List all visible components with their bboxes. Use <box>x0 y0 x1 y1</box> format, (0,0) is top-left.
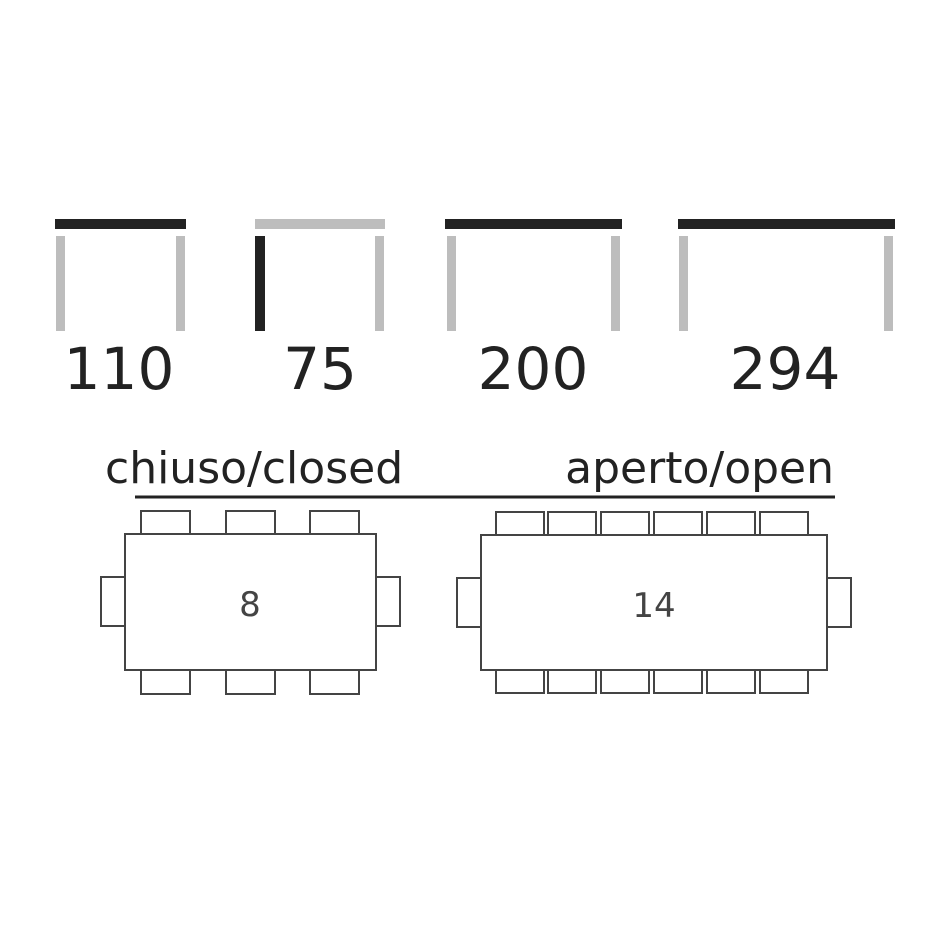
table-leg-right <box>375 236 384 331</box>
table-top-bar <box>255 219 385 229</box>
dimension-width-closed: 110 <box>55 219 186 403</box>
table-leg-right <box>176 236 185 331</box>
chair <box>706 669 756 694</box>
chair <box>653 669 703 694</box>
dimension-length-open: 294 <box>678 219 895 403</box>
seat-count: 8 <box>239 585 261 625</box>
table-top-bar <box>678 219 895 229</box>
chair <box>547 511 597 536</box>
chair <box>547 669 597 694</box>
dimension-length-closed: 200 <box>445 219 622 403</box>
chair <box>140 510 191 536</box>
table-leg-right <box>884 236 893 331</box>
chair <box>826 577 852 628</box>
dimension-value: 110 <box>64 335 175 403</box>
chair <box>225 510 276 536</box>
chair <box>309 669 360 695</box>
chair <box>706 511 756 536</box>
chair <box>495 669 545 694</box>
chair <box>225 669 276 695</box>
dimension-value: 75 <box>283 335 357 403</box>
table-leg-right <box>611 236 620 331</box>
chair <box>759 669 809 694</box>
table-top-closed <box>124 533 377 671</box>
chair <box>100 576 126 627</box>
table-top-bar <box>55 219 186 229</box>
dimension-value: 200 <box>478 335 589 403</box>
chair <box>375 576 401 627</box>
chair <box>759 511 809 536</box>
closed-seating-layout: 8 <box>100 510 401 695</box>
table-leg-left <box>679 236 688 331</box>
table-top-open <box>480 534 828 671</box>
chair <box>309 510 360 536</box>
chair <box>456 577 482 628</box>
open-label: aperto/open <box>565 443 834 494</box>
chair <box>653 511 703 536</box>
closed-label: chiuso/closed <box>105 443 403 494</box>
chair <box>495 511 545 536</box>
dimension-value: 294 <box>730 335 841 403</box>
chair <box>140 669 191 695</box>
table-top-bar <box>445 219 622 229</box>
table-leg-left <box>447 236 456 331</box>
chair <box>600 669 650 694</box>
open-seating-layout: 14 <box>456 511 852 694</box>
chair <box>600 511 650 536</box>
dimension-height: 75 <box>255 219 385 403</box>
seat-count: 14 <box>632 586 675 626</box>
table-leg-left <box>56 236 65 331</box>
table-leg-left <box>255 236 265 331</box>
